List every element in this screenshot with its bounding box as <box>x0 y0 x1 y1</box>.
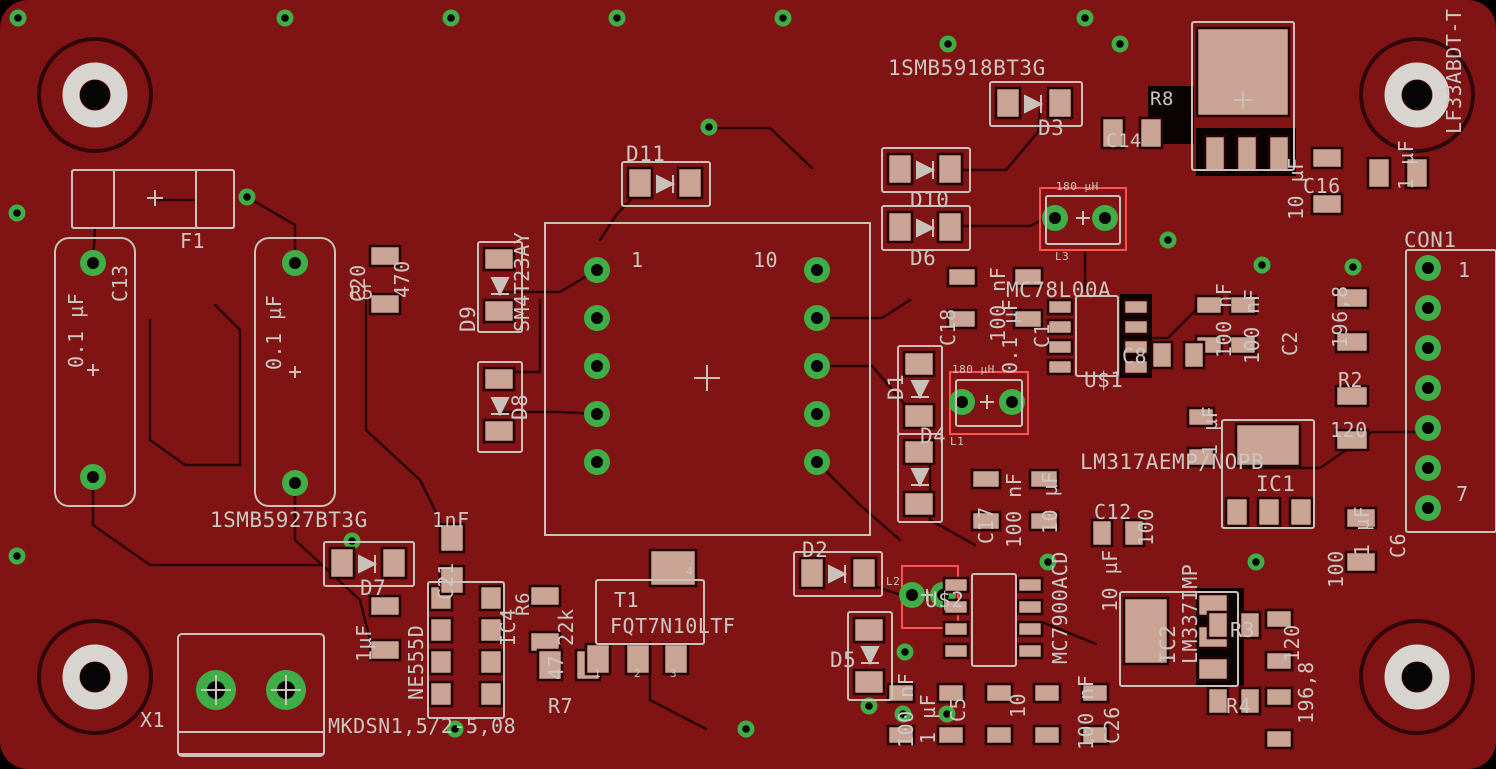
diode-symbol-icon <box>656 174 676 194</box>
diode-symbol-icon <box>910 380 930 400</box>
diode-symbol-icon <box>916 218 936 238</box>
diode-symbol-icon <box>490 397 510 417</box>
diode-symbol-icon <box>828 564 848 584</box>
diode-symbol-icon <box>860 646 880 666</box>
diode-symbol-icon <box>358 554 378 574</box>
silkscreen-outlines <box>54 21 1496 757</box>
diode-symbol-icon <box>910 468 930 488</box>
mounting-holes <box>37 37 1475 735</box>
smd-pads <box>328 26 1430 750</box>
diode-symbol-icon <box>916 160 936 180</box>
diode-symbol-icon <box>1024 94 1044 114</box>
diode-symbol-icon <box>490 277 510 297</box>
trace-gaps <box>91 108 1416 731</box>
